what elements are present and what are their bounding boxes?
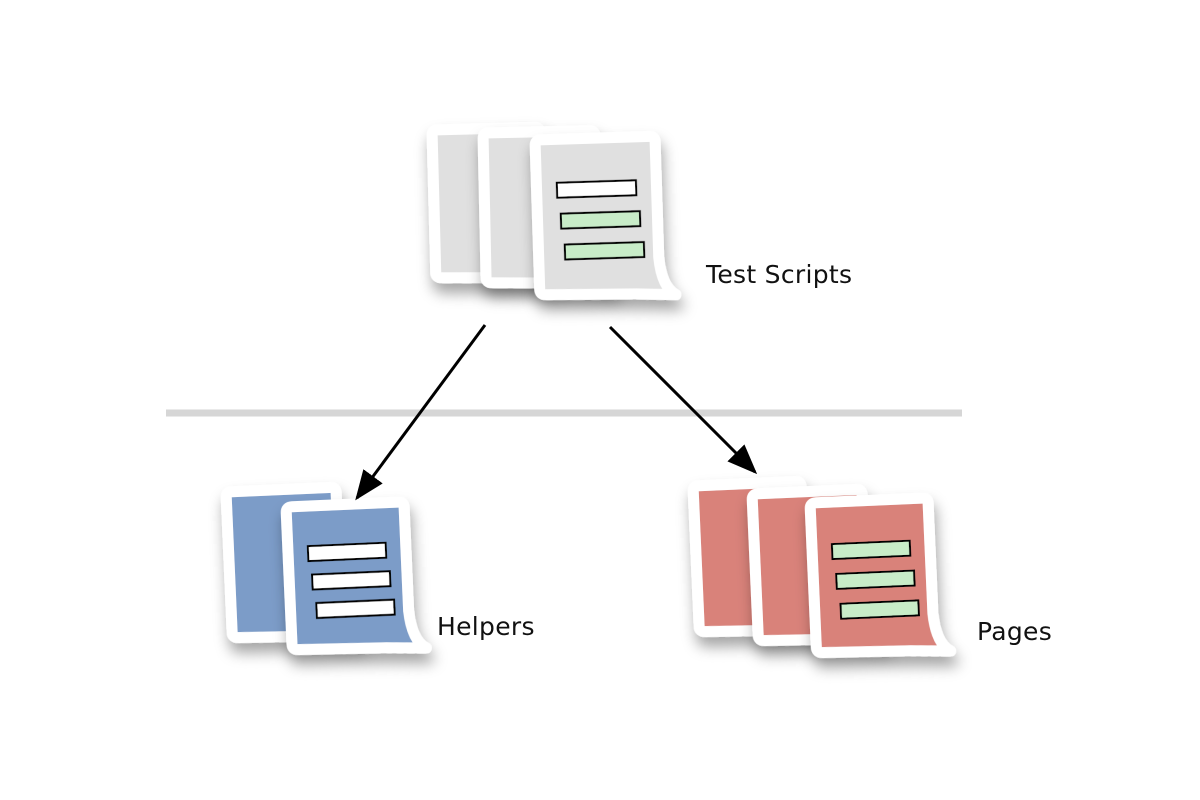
document-icon-front bbox=[804, 492, 957, 659]
helpers-label: Helpers bbox=[437, 612, 535, 641]
text-line-bar bbox=[839, 599, 920, 620]
document-icon-front bbox=[280, 496, 432, 656]
pages-label: Pages bbox=[977, 617, 1053, 646]
text-line-bar bbox=[310, 570, 392, 591]
text-line-bar bbox=[830, 539, 912, 561]
text-line-bar bbox=[555, 179, 638, 199]
test-scripts-document-stack bbox=[426, 121, 682, 301]
test-scripts-label: Test Scripts bbox=[706, 260, 853, 289]
pages-document-stack bbox=[687, 476, 957, 659]
text-line-bar bbox=[563, 241, 646, 261]
text-line-bar bbox=[315, 598, 396, 620]
arrow-test-scripts-to-pages bbox=[608, 325, 758, 475]
arrow-test-scripts-to-helpers bbox=[355, 324, 487, 501]
text-line-bar bbox=[559, 210, 642, 230]
text-line-bar bbox=[306, 541, 388, 563]
helpers-document-stack bbox=[220, 481, 432, 656]
document-icon-front bbox=[529, 130, 682, 301]
text-line-bar bbox=[835, 569, 916, 590]
